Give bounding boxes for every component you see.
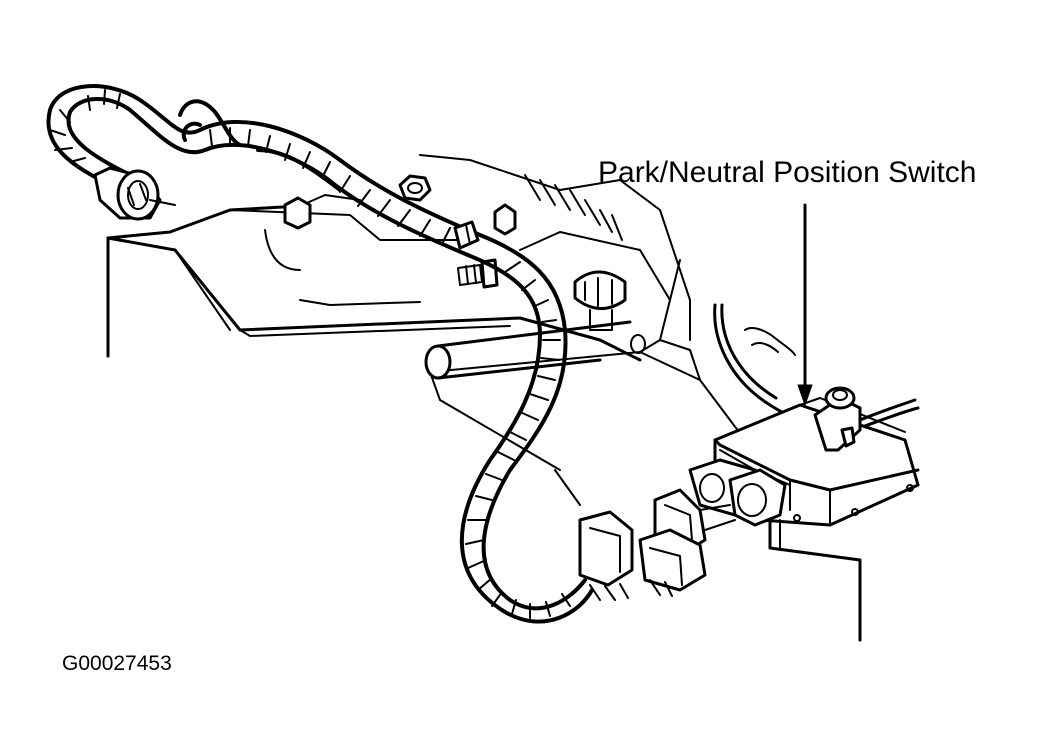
switch-lever	[813, 386, 862, 452]
harness-clip	[453, 220, 480, 250]
filler-cap	[573, 270, 627, 331]
switch-connectors	[578, 458, 787, 601]
pan-hatching	[524, 174, 623, 241]
switch-wires	[713, 303, 920, 429]
figure-id: G00027453	[62, 652, 172, 675]
bolts	[264, 174, 517, 289]
transmission-case	[106, 154, 761, 506]
left-connector	[93, 166, 176, 221]
callout-arrow	[797, 203, 813, 406]
shaft-tube	[424, 320, 646, 380]
wiring-harness	[46, 84, 594, 624]
callout-label: Park/Neutral Position Switch	[598, 156, 977, 189]
